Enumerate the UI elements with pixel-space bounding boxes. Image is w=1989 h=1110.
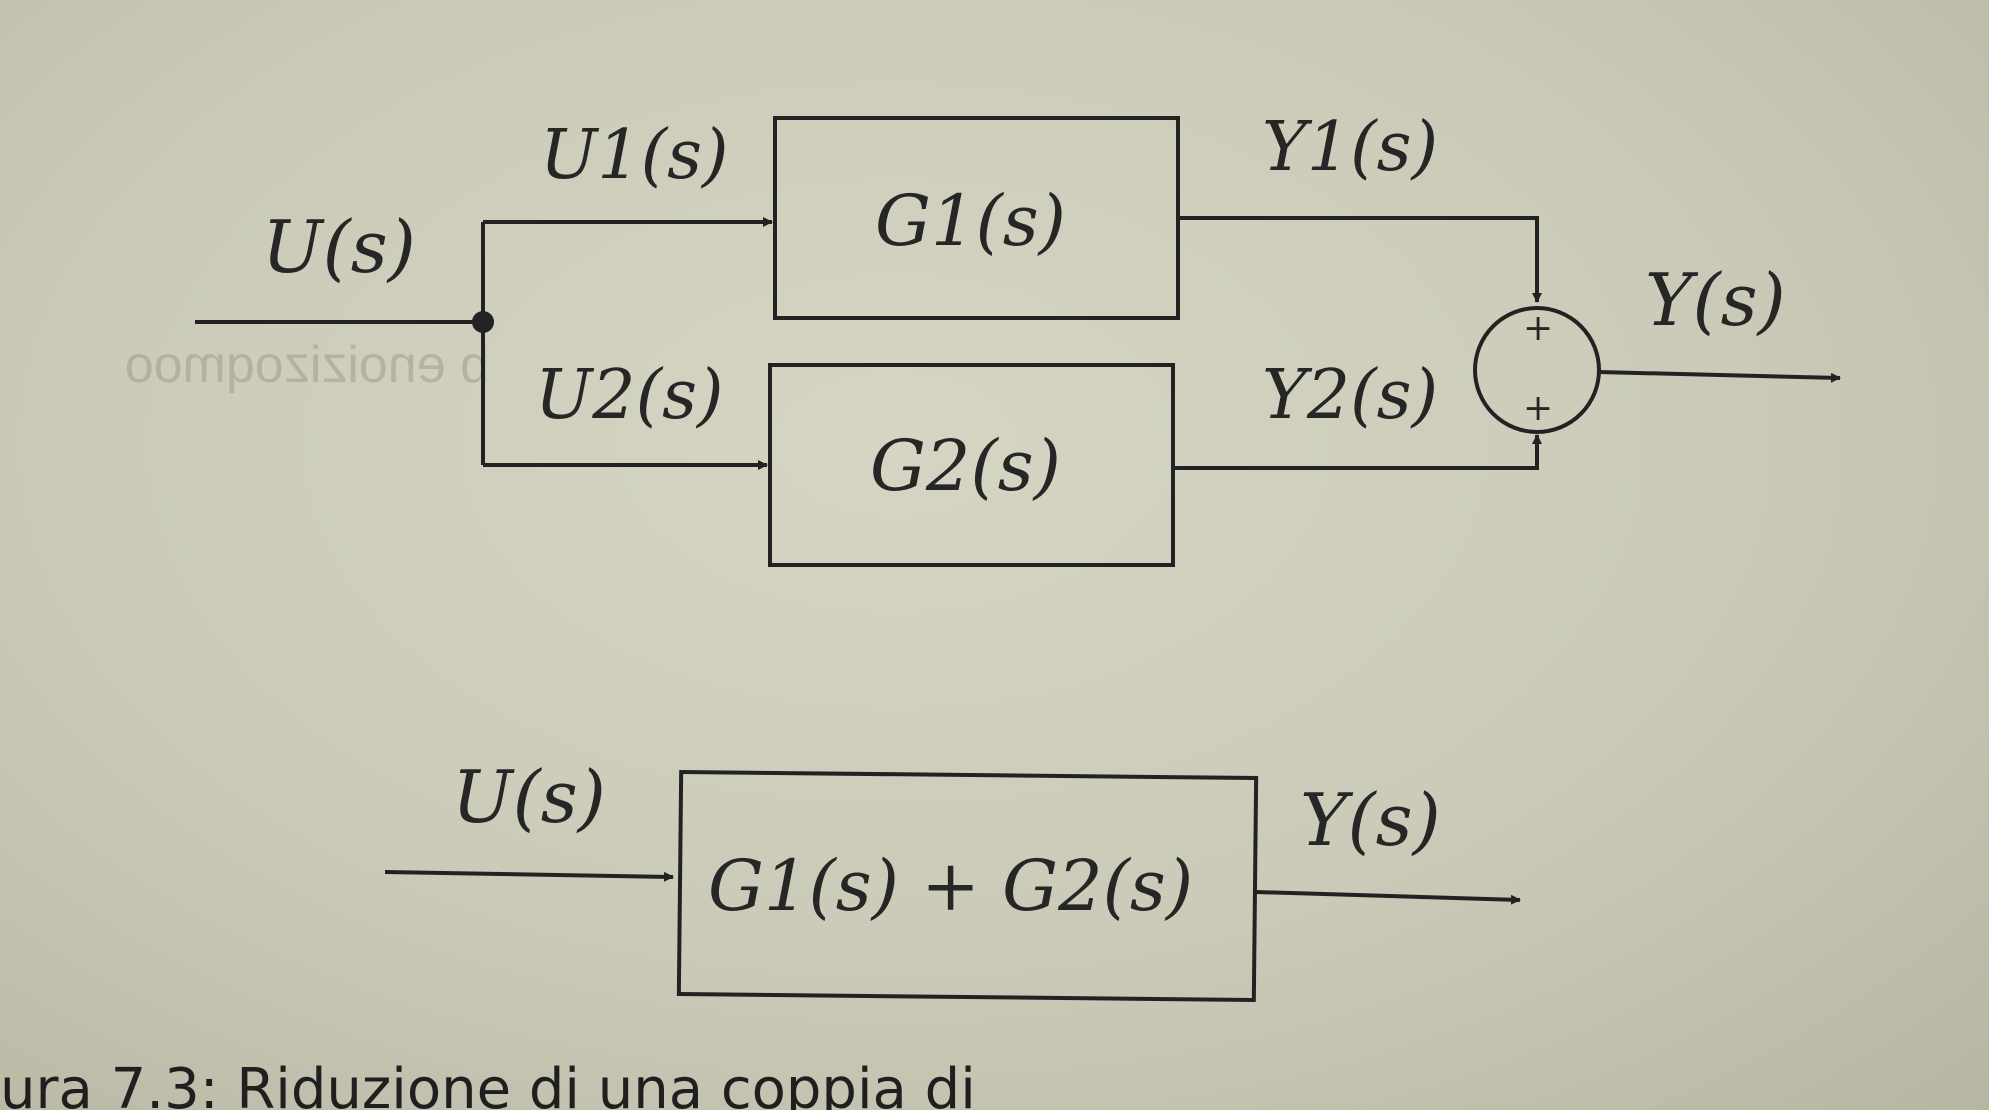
output-arrow [1598,370,1841,383]
sum-sign-bottom: + [1523,388,1553,429]
reduced-block-label: G1(s) + G2(s) [708,845,1193,927]
output-label: Y(s) [1645,258,1786,342]
g2-block [768,363,1175,567]
input-label: U(s) [262,205,416,289]
y2-arrow [1173,434,1542,470]
y2-label: Y2(s) [1262,356,1438,435]
reduced-block [676,769,1259,1003]
figure-caption: ura 7.3: Riduzione di una coppia di [0,1057,976,1110]
u2-label: U2(s) [535,356,724,435]
bleed-through-text: b enoizizoqmoo [125,336,489,394]
y1-arrow [1178,216,1542,303]
reduced-diagram: U(s) G1(s) + G2(s) Y(s) [384,755,1521,1003]
svg-text:b enoizizoqmoo: b enoizizoqmoo [125,336,489,394]
reduced-output-arrow [1255,890,1521,905]
g2-label: G2(s) [870,425,1061,507]
g1-label: G1(s) [875,180,1066,262]
parallel-diagram: + + U(s) U1(s) U2(s) G1(s) G2(s) Y1(s) Y… [195,108,1841,567]
y1-label: Y1(s) [1262,108,1438,187]
u1-label: U1(s) [540,116,729,195]
summing-junction [1473,306,1601,434]
reduced-output-label: Y(s) [1300,778,1441,862]
sum-sign-top: + [1523,308,1553,349]
reduced-input-arrow [384,870,674,882]
reduced-input-label: U(s) [452,755,606,839]
